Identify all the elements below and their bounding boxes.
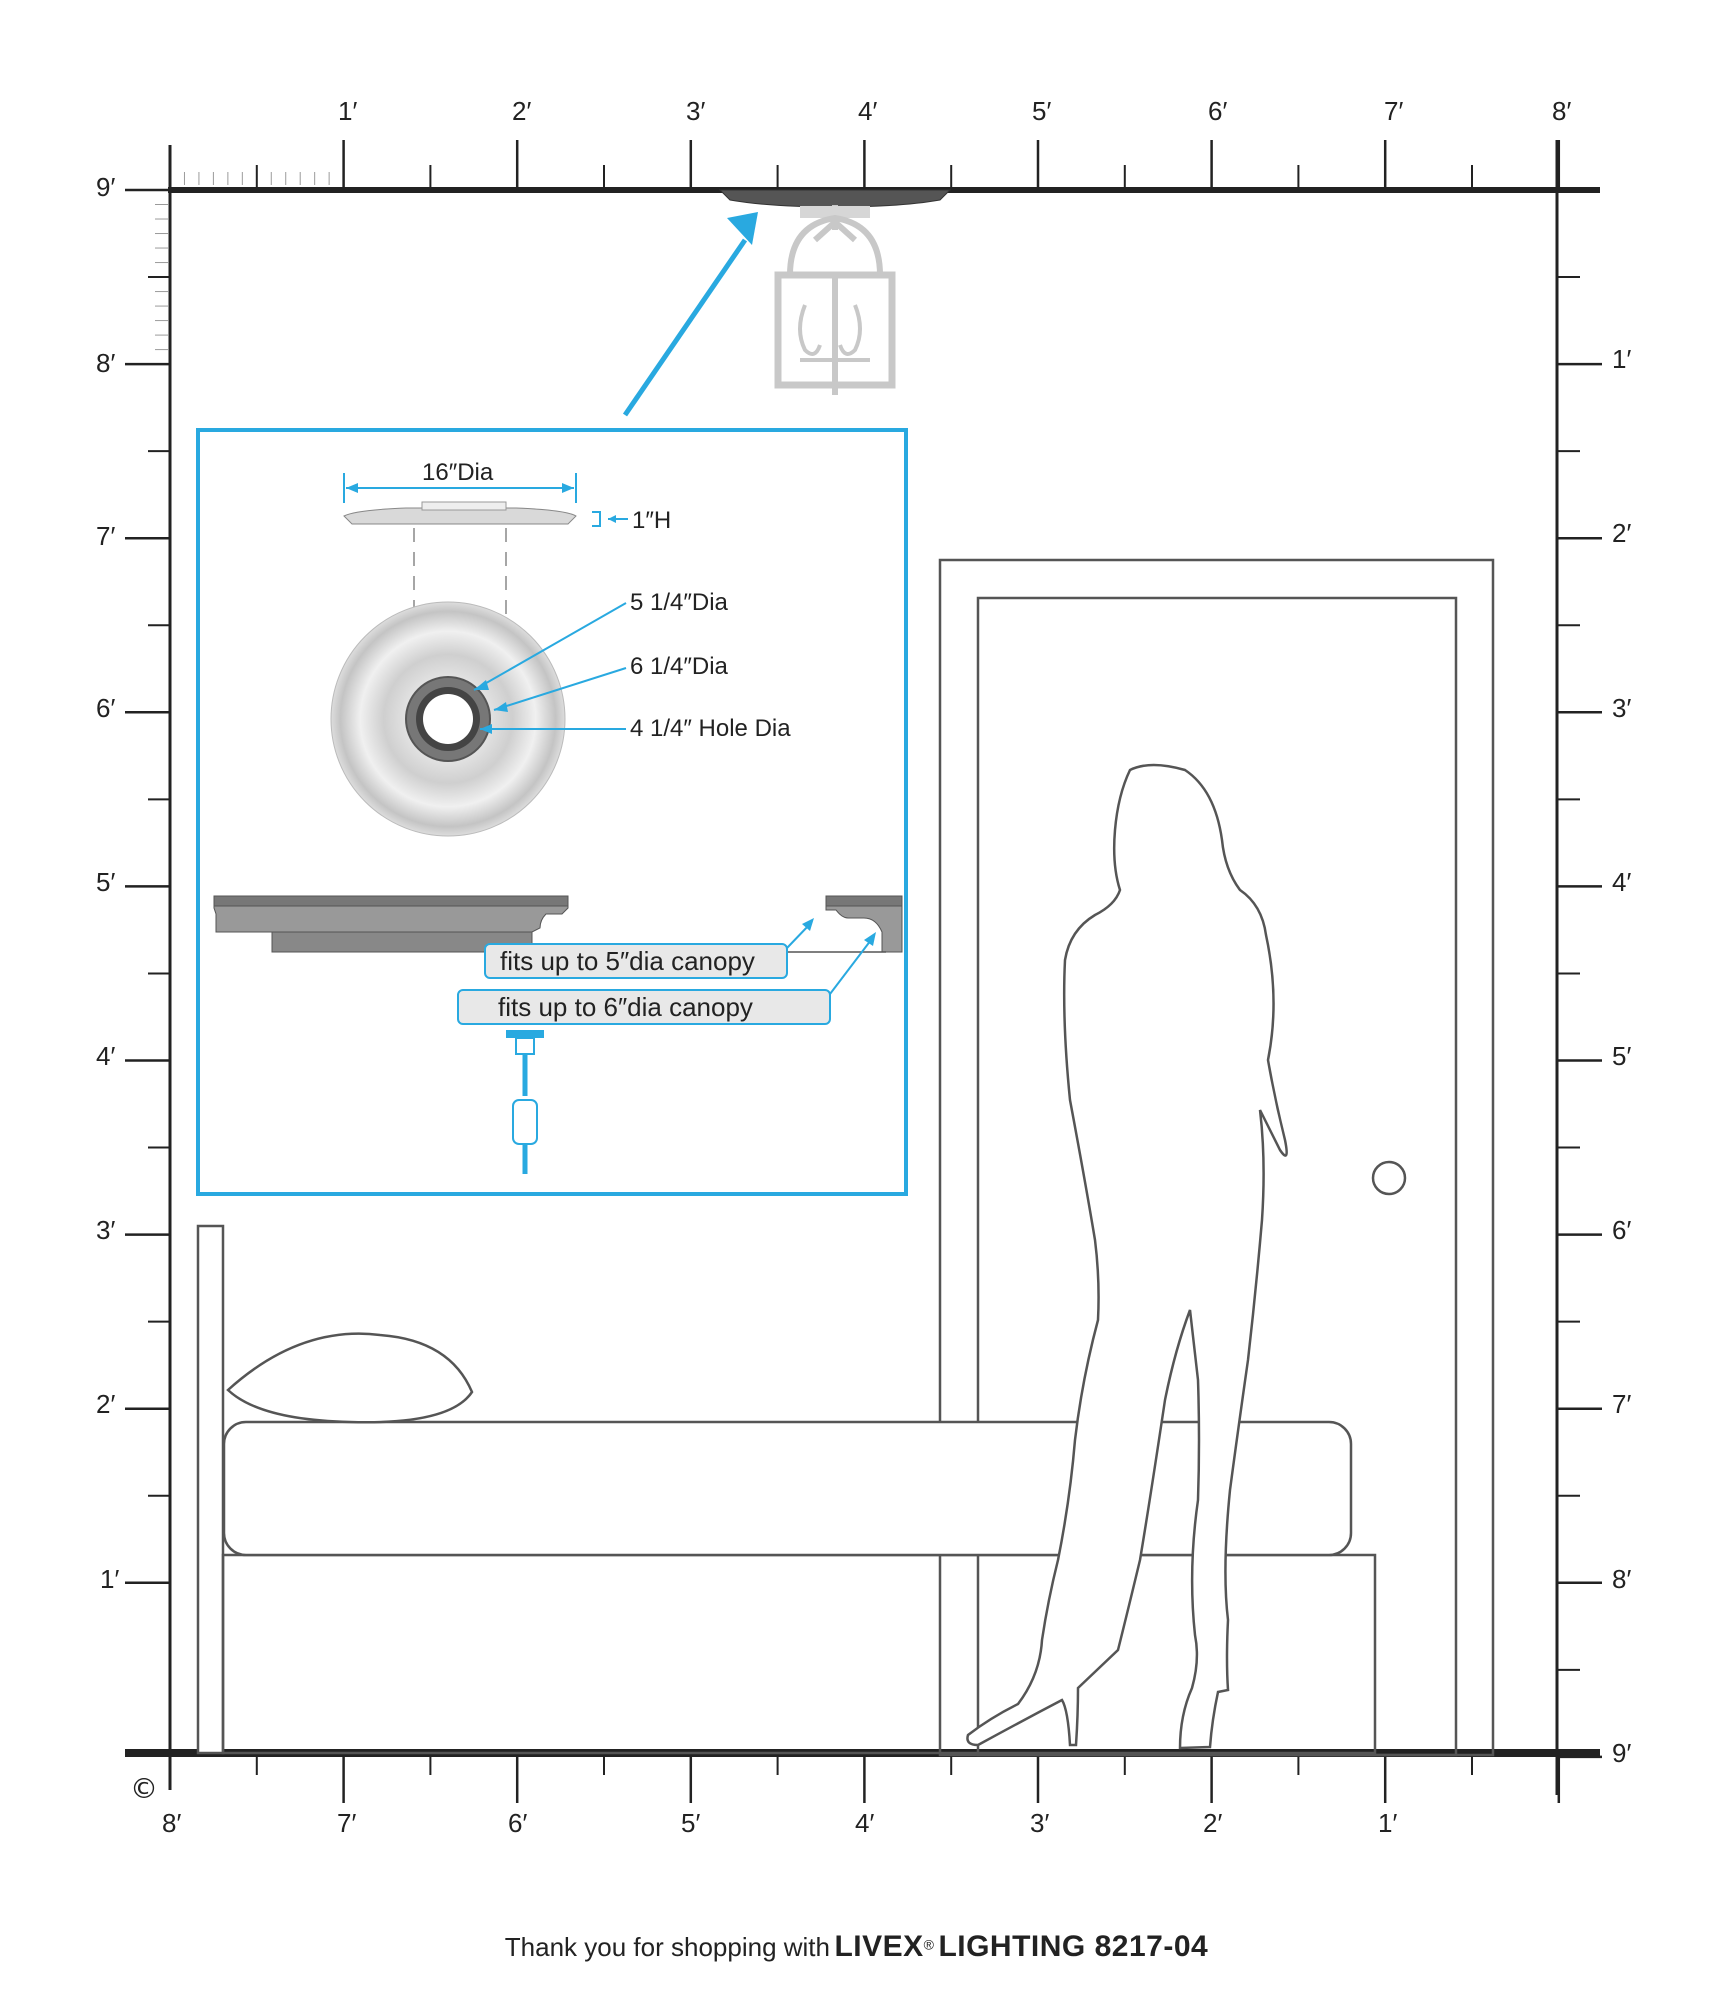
bottom-label: 5′ <box>681 1808 700 1838</box>
left-label: 8′ <box>96 348 115 378</box>
detail-pointer-arrow <box>622 238 748 417</box>
pill-1-arrow <box>786 923 811 949</box>
left-label: 3′ <box>96 1215 115 1245</box>
height-bracket <box>592 511 601 527</box>
pill-2-arrowhead <box>864 932 876 946</box>
door-knob <box>1371 1160 1407 1196</box>
left-label: 2′ <box>96 1389 115 1419</box>
medallion-top-view <box>330 601 566 837</box>
height-label: 1″H <box>632 507 671 534</box>
top-ruler-labels: 1′ 2′ 3′ 4′ 5′ 6′ 7′ 8′ <box>338 96 1571 126</box>
copyright-symbol: © <box>130 1772 158 1805</box>
left-label: 1′ <box>100 1564 119 1594</box>
right-label: 3′ <box>1612 693 1631 723</box>
medallion-detail-box: 16″Dia 1″H 5 1/4″Dia 6 1/4″Dia <box>196 428 908 1196</box>
detail-box-border <box>196 428 908 1196</box>
bottom-label: 8′ <box>162 1808 181 1838</box>
ruler-fine-ticks <box>155 172 330 351</box>
right-ruler-labels: 1′ 2′ 3′ 4′ 5′ 6′ 7′ 8′ 9′ <box>1612 344 1631 1768</box>
medallion-cross-section <box>213 895 903 953</box>
pill-1-arrowhead <box>802 918 814 931</box>
bed-mattress <box>222 1420 1353 1557</box>
bottom-label: 2′ <box>1203 1808 1222 1838</box>
right-label: 4′ <box>1612 867 1631 897</box>
dia-arrow-left <box>346 483 358 493</box>
pendant-fixture <box>774 205 896 395</box>
right-label: 5′ <box>1612 1041 1631 1071</box>
bottom-label: 3′ <box>1030 1808 1049 1838</box>
callout-1-leader <box>473 602 627 691</box>
door <box>938 558 1495 1757</box>
medallion-profile-hub <box>421 501 507 511</box>
person-silhouette <box>966 763 1288 1750</box>
top-label: 3′ <box>686 96 705 126</box>
right-label: 9′ <box>1612 1738 1631 1768</box>
dia-arrow-right <box>562 483 574 493</box>
left-ruler-labels: 9′ 8′ 7′ 6′ 5′ 4′ 3′ 2′ 1′ <box>96 172 119 1594</box>
top-label: 8′ <box>1552 96 1571 126</box>
pill-2-label: fits up to 6″dia canopy <box>498 992 753 1022</box>
top-label: 5′ <box>1032 96 1051 126</box>
top-label: 6′ <box>1208 96 1227 126</box>
callout-2-leader <box>493 667 627 711</box>
bottom-ruler-labels: 8′ 7′ 6′ 5′ 4′ 3′ 2′ 1′ <box>162 1808 1397 1838</box>
callout-1-arrowhead <box>474 680 489 690</box>
door-panel <box>976 596 1458 1757</box>
right-label: 2′ <box>1612 518 1631 548</box>
left-label: 9′ <box>96 172 115 202</box>
canopy-chain <box>506 1030 544 1174</box>
footer: Thank you for shopping with LIVEX® LIGHT… <box>0 1930 1713 1964</box>
top-label: 1′ <box>338 96 357 126</box>
bottom-label: 6′ <box>508 1808 527 1838</box>
callout-2-label: 6 1/4″Dia <box>630 653 729 680</box>
footer-thanks: Thank you for shopping with <box>504 1932 830 1962</box>
callout-2-arrowhead <box>494 702 508 712</box>
medallion-profile <box>343 507 577 525</box>
right-label: 7′ <box>1612 1389 1631 1419</box>
dia-label: 16″Dia <box>422 459 494 486</box>
pill-2-bg <box>457 989 831 1025</box>
ceiling-medallion <box>718 189 952 208</box>
left-label: 5′ <box>96 867 115 897</box>
right-label: 8′ <box>1612 1564 1631 1594</box>
left-label: 4′ <box>96 1041 115 1071</box>
callout-3-arrowhead <box>480 724 492 734</box>
left-label: 6′ <box>96 693 115 723</box>
footer-product: LIGHTING 8217-04 <box>938 1930 1209 1963</box>
left-label: 7′ <box>96 521 115 551</box>
top-label: 4′ <box>858 96 877 126</box>
right-label: 1′ <box>1612 344 1631 374</box>
ruler-ticks <box>125 140 1602 1803</box>
bed-headboard <box>196 1224 225 1755</box>
callout-3-label: 4 1/4″ Hole Dia <box>630 715 791 742</box>
detail-pointer-arrowhead <box>727 212 758 245</box>
top-label: 2′ <box>512 96 531 126</box>
registered-mark: ® <box>923 1936 934 1953</box>
height-arrow-head <box>608 515 616 523</box>
bed-pillow <box>226 1332 474 1424</box>
pill-1-bg <box>484 943 788 979</box>
pill-2-arrow <box>829 939 872 995</box>
bottom-label: 4′ <box>855 1808 874 1838</box>
pill-1-label: fits up to 5″dia canopy <box>500 946 755 976</box>
footer-brand: LIVEX <box>834 1930 924 1963</box>
bottom-label: 1′ <box>1378 1808 1397 1838</box>
right-label: 6′ <box>1612 1215 1631 1245</box>
top-label: 7′ <box>1384 96 1403 126</box>
callout-1-label: 5 1/4″Dia <box>630 589 729 616</box>
bottom-label: 7′ <box>337 1808 356 1838</box>
